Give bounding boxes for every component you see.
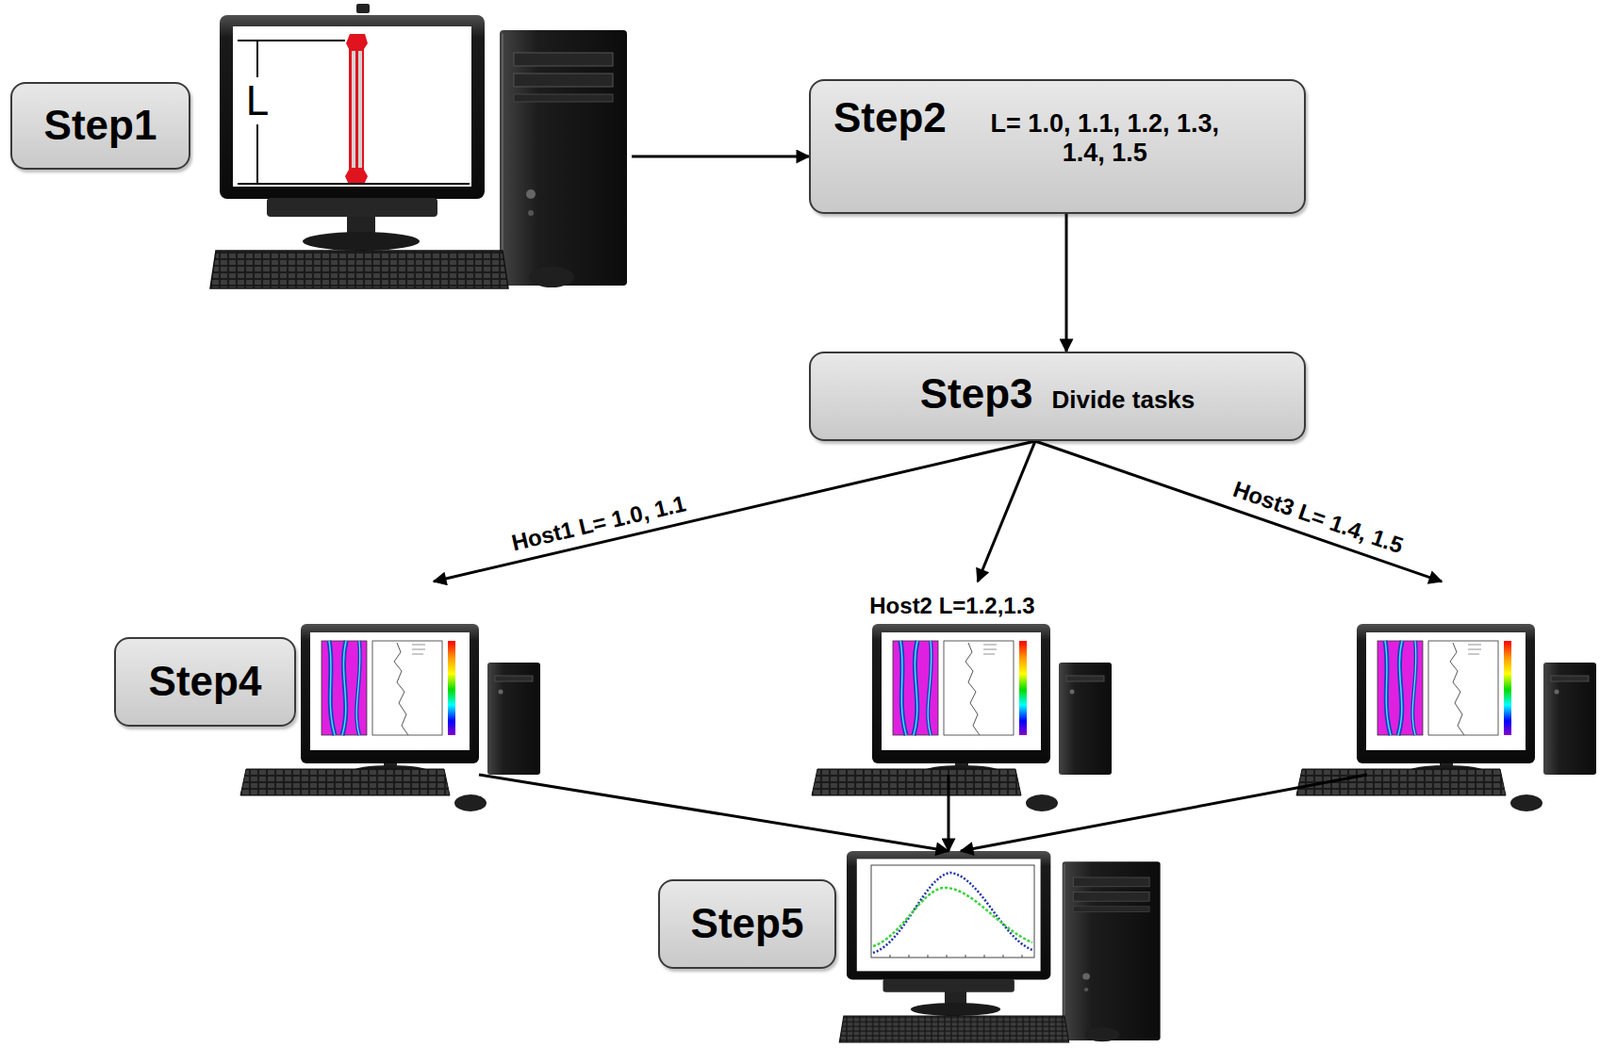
- step-group: Step1: [10, 10, 632, 288]
- flow-arrow: [960, 775, 1368, 852]
- process-box: Step3 Divide tasks: [808, 351, 1306, 442]
- step-label: Step1: [10, 82, 191, 170]
- step-group: Step4: [114, 581, 1597, 776]
- step-label: Step2: [833, 94, 947, 143]
- step-group: Step5: [658, 851, 1154, 1033]
- process-box: Step2 L= 1.0, 1.1, 1.2, 1.3, 1.4, 1.5: [808, 79, 1306, 215]
- webcam: [356, 3, 370, 14]
- step-detail: Divide tasks: [1052, 386, 1196, 415]
- workstation: [210, 15, 627, 289]
- host-assignment: Host2 L=1.2,1.3: [866, 593, 1038, 620]
- flow-arrow: [1065, 214, 1069, 352]
- result-computer: [839, 851, 1160, 1043]
- flow-arrow: [977, 441, 1036, 582]
- host-assignment: Host3 L= 1.4, 1.5: [1226, 475, 1409, 561]
- step-detail: L= 1.0, 1.1, 1.2, 1.3, 1.4, 1.5: [982, 109, 1228, 168]
- step-label: Step4: [114, 637, 297, 727]
- flow-arrow: [631, 155, 809, 159]
- host-computer: [811, 624, 1112, 812]
- flow-arrow: [433, 441, 1036, 582]
- result-plot: [871, 865, 1035, 958]
- flow-arrow: [1035, 441, 1442, 582]
- dimension-label: L: [246, 80, 269, 122]
- step-label: Step5: [658, 879, 837, 970]
- step-label: Step3: [920, 370, 1034, 419]
- host-computer: [1296, 624, 1597, 812]
- model-sketch: [237, 33, 470, 185]
- host-assignment: Host1 L= 1.0, 1.1: [506, 489, 692, 557]
- flow-arrow: [478, 775, 949, 852]
- flow-arrow: [947, 775, 951, 852]
